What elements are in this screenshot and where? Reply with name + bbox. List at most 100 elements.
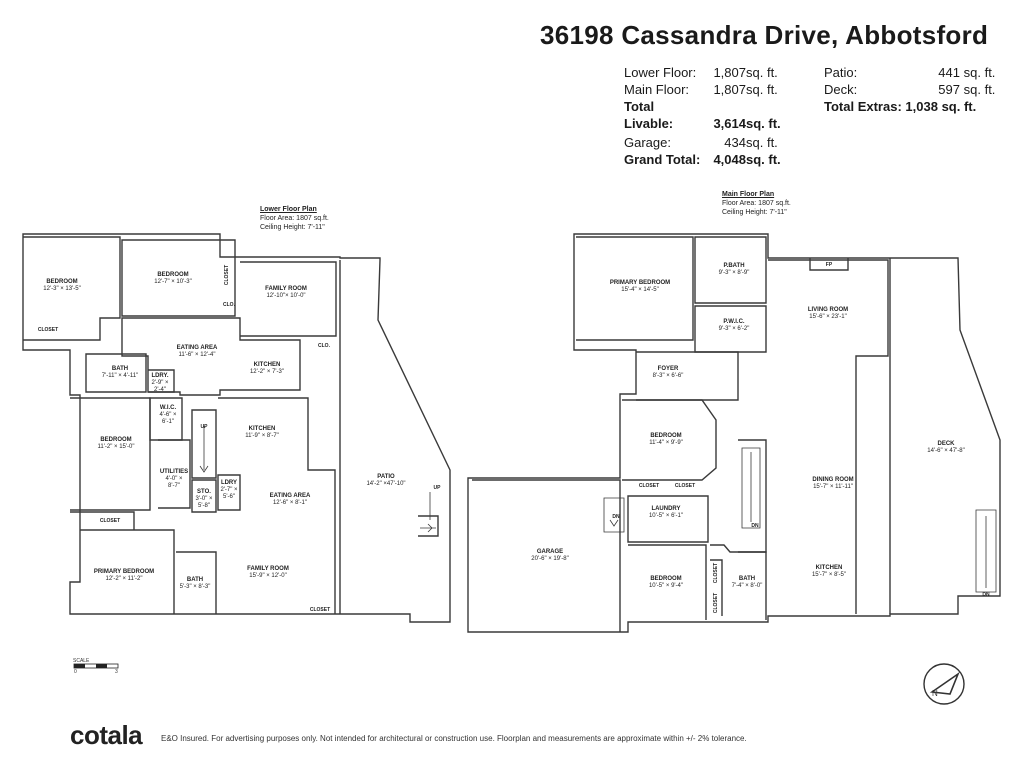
lower-plan-title: Lower Floor Plan <box>260 206 317 213</box>
lower-plan-area: Floor Area: 1807 sq.ft. <box>260 215 329 222</box>
lower-room-dimension: 11'-9" × 8'-7" <box>245 433 279 439</box>
main-plan-ceiling: Ceiling Height: 7'-11" <box>722 209 787 216</box>
main-room-name: BEDROOM <box>650 433 681 439</box>
lower-ldry-2-walls <box>217 474 241 511</box>
lower-room-dimension: 14'-2" ×47'-10" <box>366 481 405 487</box>
lower-stairs-walls <box>191 409 217 479</box>
main-bath-walls <box>710 544 767 620</box>
lower-room-name: EATING AREA <box>270 493 311 499</box>
area-summary-left: Lower Floor:1,807sq. ft. Main Floor:1,80… <box>624 64 788 132</box>
main-room-name: DINING ROOM <box>812 477 853 483</box>
lower-room-dimension-2: 5'-8" <box>198 503 210 509</box>
lower-eating-area-walls <box>121 317 301 396</box>
lower-room-dimension-2: 6'-1" <box>162 419 174 425</box>
lower-bath-2-walls <box>176 551 217 614</box>
lower-tag-label: CLO. <box>318 343 331 349</box>
disclaimer-text: E&O Insured. For advertising purposes on… <box>161 734 747 743</box>
lower-tag-label: CLOSET <box>100 518 120 524</box>
lower-room-name: W.I.C. <box>160 405 177 411</box>
lower-closet-walls <box>70 511 135 530</box>
lower-primary-bedroom-walls <box>80 529 175 614</box>
lower-stair-arrow <box>199 426 209 473</box>
patio-label: Patio: <box>824 65 858 80</box>
main-room-dimension: 14'-6" × 47'-8" <box>927 448 964 454</box>
lower-utilities-walls <box>158 439 191 509</box>
main-closet-walls <box>710 559 723 616</box>
scale-start: 0 <box>74 669 77 675</box>
lower-room-dimension: 4'-6" × <box>159 412 177 418</box>
patio-stair-steps <box>420 492 436 533</box>
lower-room-dimension: 11'-6" × 12'-4" <box>179 352 216 358</box>
main-laundry-walls <box>627 495 709 543</box>
lower-ldry-walls <box>148 369 175 393</box>
grand-total-unit: sq. ft. <box>746 152 781 167</box>
deck-label: Deck: <box>824 82 858 97</box>
lower-sto-walls <box>191 479 217 513</box>
total-livable-unit: sq. ft. <box>746 116 781 131</box>
area-summary-garage: Garage:434sq. ft. Grand Total:4,048sq. f… <box>624 134 788 168</box>
lower-floor-outline <box>22 233 451 623</box>
scale-end: 3 <box>115 669 118 675</box>
garage-stair <box>603 497 625 533</box>
lower-room-dimension: 12'-2" × 7'-3" <box>250 369 284 375</box>
main-room-name: P.BATH <box>723 263 744 269</box>
lower-room-dimension: 12'-6" × 8'-1" <box>273 500 307 506</box>
lower-room-name: PRIMARY BEDROOM <box>94 569 154 575</box>
scale-title: SCALE <box>73 658 90 664</box>
main-room-name: LIVING ROOM <box>808 307 848 313</box>
lower-tag-label: CLOSET <box>38 327 58 333</box>
lower-room-dimension: 2'-7" × <box>220 487 238 493</box>
main-bedroom-walls <box>622 399 717 481</box>
lower-bedroom-2-walls <box>121 239 236 317</box>
scale-label: SCALE <box>73 658 89 664</box>
lower-kitchen-walls <box>218 397 336 614</box>
main-stair <box>741 447 761 529</box>
patio-value: 441 <box>938 65 960 80</box>
total-livable-value: 3,614 <box>713 116 746 131</box>
scale-bar <box>73 663 119 669</box>
lower-room-dimension: 7'-11" × 4'-11" <box>102 373 139 379</box>
main-tag-label: CLOSET <box>675 483 695 489</box>
deck-stair <box>975 509 997 593</box>
main-room-dimension: 9'-3" × 6'-2" <box>719 326 750 332</box>
main-room-dimension: 15'-7" × 8'-5" <box>812 572 846 578</box>
patio-unit: sq. ft. <box>963 65 996 80</box>
lower-room-name: FAMILY ROOM <box>265 286 307 292</box>
lower-room-dimension: 12'-10"× 10'-0" <box>266 293 305 299</box>
lower-room-name: UTILITIES <box>160 469 188 475</box>
lower-family-room-walls <box>240 261 337 337</box>
main-room-dimension: 8'-3" × 6'-6" <box>653 373 684 379</box>
main-tag-label: DN <box>982 592 990 598</box>
main-room-name: LAUNDRY <box>651 506 680 512</box>
lower-room-dimension: 4'-0" × <box>165 476 183 482</box>
total-extras-unit: sq. ft. <box>941 99 977 114</box>
lower-room-name: BEDROOM <box>157 272 188 278</box>
lower-room-dimension: 3'-0" × <box>195 496 213 502</box>
main-room-name: BATH <box>739 576 755 582</box>
main-plan-title: Main Floor Plan <box>722 191 775 198</box>
lower-room-dimension-2: 5'-6" <box>223 494 235 500</box>
lower-room-dimension-2: 2'-4" <box>154 387 166 393</box>
main-tag-label: DN <box>751 523 759 529</box>
grand-total-value: 4,048 <box>713 152 746 167</box>
garage-label: Garage: <box>624 135 671 150</box>
main-room-dimension: 15'-6" × 23'-1" <box>809 314 846 320</box>
deck-value: 597 <box>938 82 960 97</box>
lower-room-name: LDRY. <box>151 373 168 379</box>
north-arrow-icon: N <box>923 663 965 705</box>
lower-tag-label: CLOSET <box>224 265 230 285</box>
main-pbath-walls <box>694 236 767 304</box>
lower-plan-ceiling: Ceiling Height: 7'-11" <box>260 224 325 231</box>
main-floor-value: 1,807 <box>713 82 746 97</box>
lower-floor-label: Lower Floor: <box>624 65 697 80</box>
lower-tag-label: CLOSET <box>310 607 330 613</box>
lower-room-name: BEDROOM <box>46 279 77 285</box>
lower-room-name: BATH <box>112 366 128 372</box>
main-room-name: KITCHEN <box>816 565 843 571</box>
lower-bath-walls <box>85 353 147 393</box>
lower-room-name: FAMILY ROOM <box>247 566 289 572</box>
lower-tag-label: UP <box>434 485 442 491</box>
total-extras-label: Total Extras: <box>824 99 902 114</box>
main-floor-label: Main Floor: <box>624 82 690 97</box>
